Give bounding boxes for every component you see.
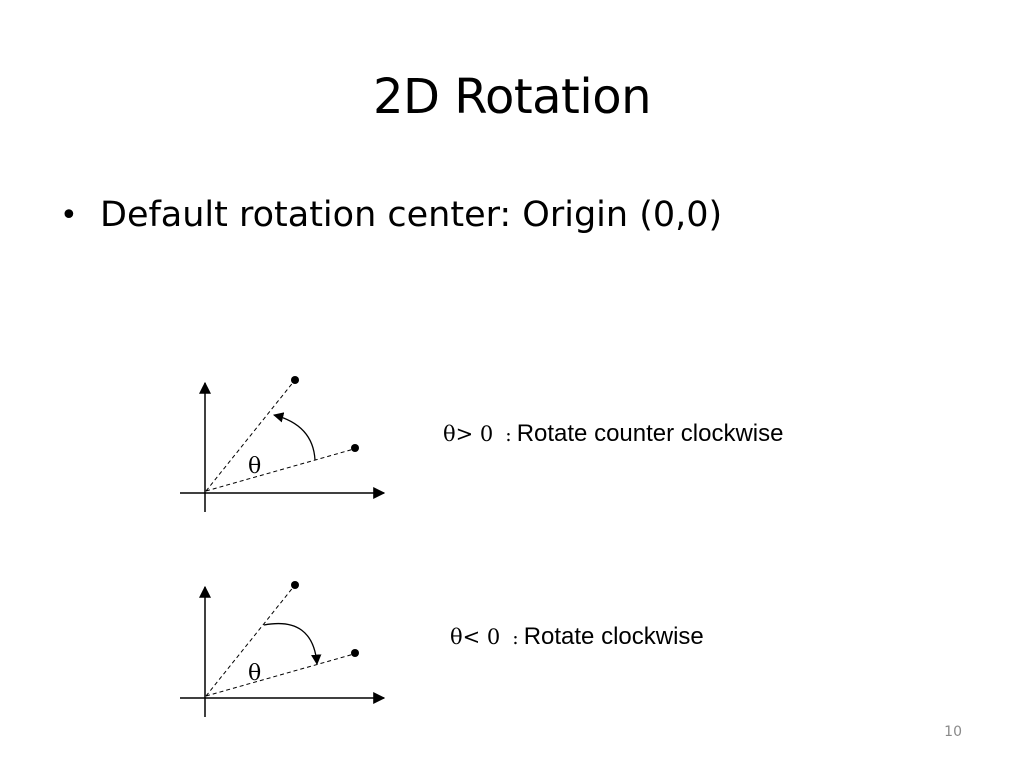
bullet-marker: • <box>60 197 78 233</box>
cw-description: Rotate clockwise <box>523 623 704 650</box>
page-number: 10 <box>944 724 962 740</box>
ccw-arc-arrow <box>272 412 316 461</box>
rotated-point <box>351 649 359 657</box>
ccw-condition: θ> 0 <box>443 422 494 446</box>
angle-label: θ <box>248 661 261 686</box>
cw-arc-arrow <box>263 623 322 666</box>
ccw-separator: : <box>505 424 512 446</box>
ccw-description: Rotate counter clockwise <box>516 420 784 447</box>
slide-title: 2D Rotation <box>373 69 652 125</box>
original-point <box>351 444 359 452</box>
ccw-rotation-diagram: θ <box>180 376 386 512</box>
original-point <box>291 581 299 589</box>
rotated-ray <box>205 379 296 492</box>
original-ray <box>205 448 355 492</box>
cw-separator: : <box>512 627 519 649</box>
original-ray <box>205 584 296 697</box>
rotated-point <box>291 376 299 384</box>
rotated-ray <box>205 653 355 697</box>
cw-caption: θ< 0 : Rotate clockwise <box>450 623 704 651</box>
angle-label: θ <box>248 454 261 479</box>
ccw-caption: θ> 0 : Rotate counter clockwise <box>443 420 783 448</box>
bullet-item: • Default rotation center: Origin (0,0) <box>60 188 722 242</box>
cw-rotation-diagram: θ <box>180 581 386 717</box>
cw-condition: θ< 0 <box>450 625 501 649</box>
bullet-text: Default rotation center: Origin (0,0) <box>100 195 723 235</box>
